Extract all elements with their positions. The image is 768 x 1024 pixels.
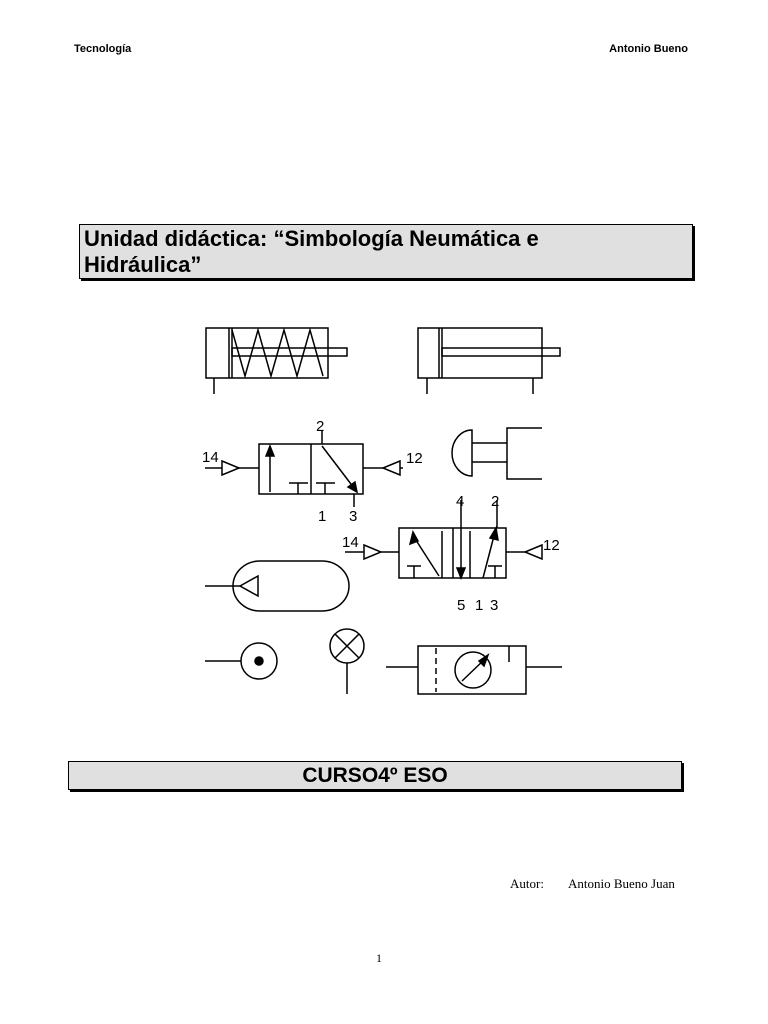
- author-name: Antonio Bueno Juan: [568, 876, 675, 891]
- course-box: CURSO4º ESO: [68, 761, 682, 790]
- reservoir-symbol: [205, 560, 350, 612]
- valve52-port-2-label: 2: [491, 493, 499, 510]
- header-left-text: Tecnología: [74, 43, 132, 55]
- page-number: 1: [376, 951, 382, 965]
- valve52-port-5-label: 5: [457, 597, 465, 614]
- title-line-1: Unidad didáctica: “Simbología Neumática …: [84, 226, 539, 251]
- double-acting-cylinder-symbol: [417, 327, 561, 394]
- header-right-text: Antonio Bueno: [609, 43, 688, 55]
- valve52-port-14-label: 14: [342, 534, 359, 551]
- author-label: Autor:: [510, 876, 544, 891]
- valve32-port-1-label: 1: [318, 508, 326, 525]
- valve32-port-14-label: 14: [202, 449, 219, 466]
- single-acting-cylinder-symbol: [205, 327, 348, 394]
- valve52-port-1-label: 1: [475, 597, 483, 614]
- title-line-2: Hidráulica”: [84, 252, 202, 277]
- pneumatic-symbols-diagram: 14 2 12 1 3 4 2 14 12 5 1 3: [202, 327, 562, 695]
- valve32-port-12-label: 12: [406, 450, 423, 467]
- valve-5-2-symbol: [345, 500, 543, 581]
- valve-3-2-symbol: [205, 430, 403, 507]
- valve52-port-3-label: 3: [490, 597, 498, 614]
- pressure-gauge-symbol: [386, 645, 562, 695]
- valve32-port-3-label: 3: [349, 508, 357, 525]
- pressure-source-symbol: [205, 642, 278, 680]
- title-box: Unidad didáctica: “Simbología Neumática …: [79, 224, 693, 279]
- valve32-port-2-label: 2: [316, 418, 324, 435]
- valve52-port-4-label: 4: [456, 493, 464, 510]
- push-button-symbol: [451, 427, 542, 480]
- course-label: CURSO4º ESO: [302, 764, 448, 787]
- valve52-port-12-label: 12: [543, 537, 560, 554]
- indicator-lamp-symbol: [329, 628, 365, 694]
